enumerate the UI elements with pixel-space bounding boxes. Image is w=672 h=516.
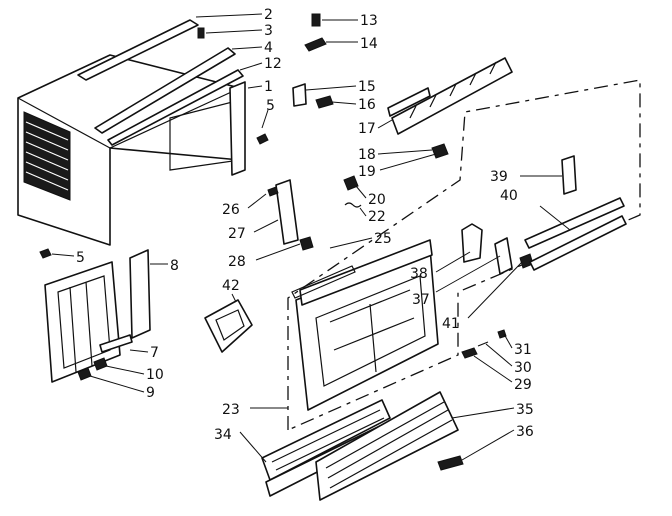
callout-16: 16 bbox=[358, 97, 376, 113]
part-30-washer bbox=[477, 341, 489, 347]
callout-38: 38 bbox=[410, 266, 428, 282]
callout-36: 36 bbox=[516, 424, 534, 440]
callout-28: 28 bbox=[228, 254, 246, 270]
cabinet-louvers bbox=[23, 111, 71, 201]
part-14-bolt bbox=[304, 37, 327, 52]
callout-13: 13 bbox=[360, 13, 378, 29]
part-29-screw bbox=[461, 347, 478, 359]
callout-40: 40 bbox=[500, 188, 518, 204]
callout-8: 8 bbox=[170, 258, 179, 274]
callout-15: 15 bbox=[358, 79, 376, 95]
part-1-side-bracket bbox=[229, 81, 246, 176]
part-37-switch bbox=[494, 237, 513, 275]
callout-29: 29 bbox=[514, 377, 532, 393]
part-12-rail bbox=[107, 69, 244, 146]
leader-lines bbox=[51, 13, 571, 463]
part-40-control-rod bbox=[524, 197, 625, 249]
part-7-channel bbox=[99, 334, 133, 353]
part-27-mounting-bracket bbox=[275, 179, 299, 245]
callout-19: 19 bbox=[358, 164, 376, 180]
callout-18: 18 bbox=[358, 147, 376, 163]
callout-34: 34 bbox=[214, 427, 232, 443]
callout-22: 22 bbox=[368, 209, 386, 225]
callout-5-lower: 5 bbox=[76, 250, 85, 266]
callout-5-upper: 5 bbox=[266, 98, 275, 114]
callout-3: 3 bbox=[264, 23, 273, 39]
part-19-knob bbox=[431, 143, 449, 159]
part-4-rail bbox=[94, 47, 236, 134]
part-35-front-grille bbox=[315, 391, 459, 501]
part-15-bracket bbox=[292, 83, 307, 107]
callout-23: 23 bbox=[222, 402, 240, 418]
part-28-knob bbox=[299, 236, 314, 251]
part-31-nut bbox=[497, 329, 507, 339]
part-38-knob bbox=[461, 223, 483, 263]
part-42-motor-mount bbox=[204, 299, 253, 353]
callout-17: 17 bbox=[358, 121, 376, 137]
callout-35: 35 bbox=[516, 402, 534, 418]
part-36-label bbox=[437, 455, 464, 471]
callout-14: 14 bbox=[360, 36, 378, 52]
callout-9: 9 bbox=[146, 385, 155, 401]
part-13-nut bbox=[311, 13, 321, 27]
callout-2: 2 bbox=[264, 7, 273, 23]
part-2-top-rail bbox=[77, 19, 199, 81]
callout-41: 41 bbox=[442, 316, 460, 332]
callout-27: 27 bbox=[228, 226, 246, 242]
cabinet-shell bbox=[17, 54, 241, 246]
part-40-lower-rod bbox=[529, 215, 627, 271]
callout-30: 30 bbox=[514, 360, 532, 376]
callout-26: 26 bbox=[222, 202, 240, 218]
callout-12: 12 bbox=[264, 56, 282, 72]
part-20-knob bbox=[343, 175, 359, 191]
part-23-frame-outline bbox=[287, 79, 641, 431]
side-curtain-assembly bbox=[44, 261, 121, 383]
part-17-louver-assembly bbox=[387, 57, 513, 135]
callout-10: 10 bbox=[146, 367, 164, 383]
callout-7: 7 bbox=[150, 345, 159, 361]
part-3-screw bbox=[197, 27, 205, 39]
callout-4: 4 bbox=[264, 40, 273, 56]
part-25-front-panel bbox=[291, 239, 439, 411]
callout-20: 20 bbox=[368, 192, 386, 208]
part-5-screw-upper bbox=[256, 133, 269, 145]
callout-25: 25 bbox=[374, 231, 392, 247]
callout-labels: 2 3 4 12 1 5 5 8 7 10 9 13 14 15 16 17 1… bbox=[76, 7, 534, 443]
callout-1: 1 bbox=[264, 79, 273, 95]
part-16-screw bbox=[315, 95, 334, 109]
callout-39: 39 bbox=[490, 169, 508, 185]
part-5-screw-lower bbox=[39, 248, 52, 259]
part-26-screw bbox=[267, 186, 279, 197]
part-8-foam-strip bbox=[129, 249, 151, 339]
callout-42: 42 bbox=[222, 278, 240, 294]
part-22-spring bbox=[344, 202, 362, 208]
callout-31: 31 bbox=[514, 342, 532, 358]
callout-37: 37 bbox=[412, 292, 430, 308]
part-39-grommet bbox=[561, 155, 577, 195]
